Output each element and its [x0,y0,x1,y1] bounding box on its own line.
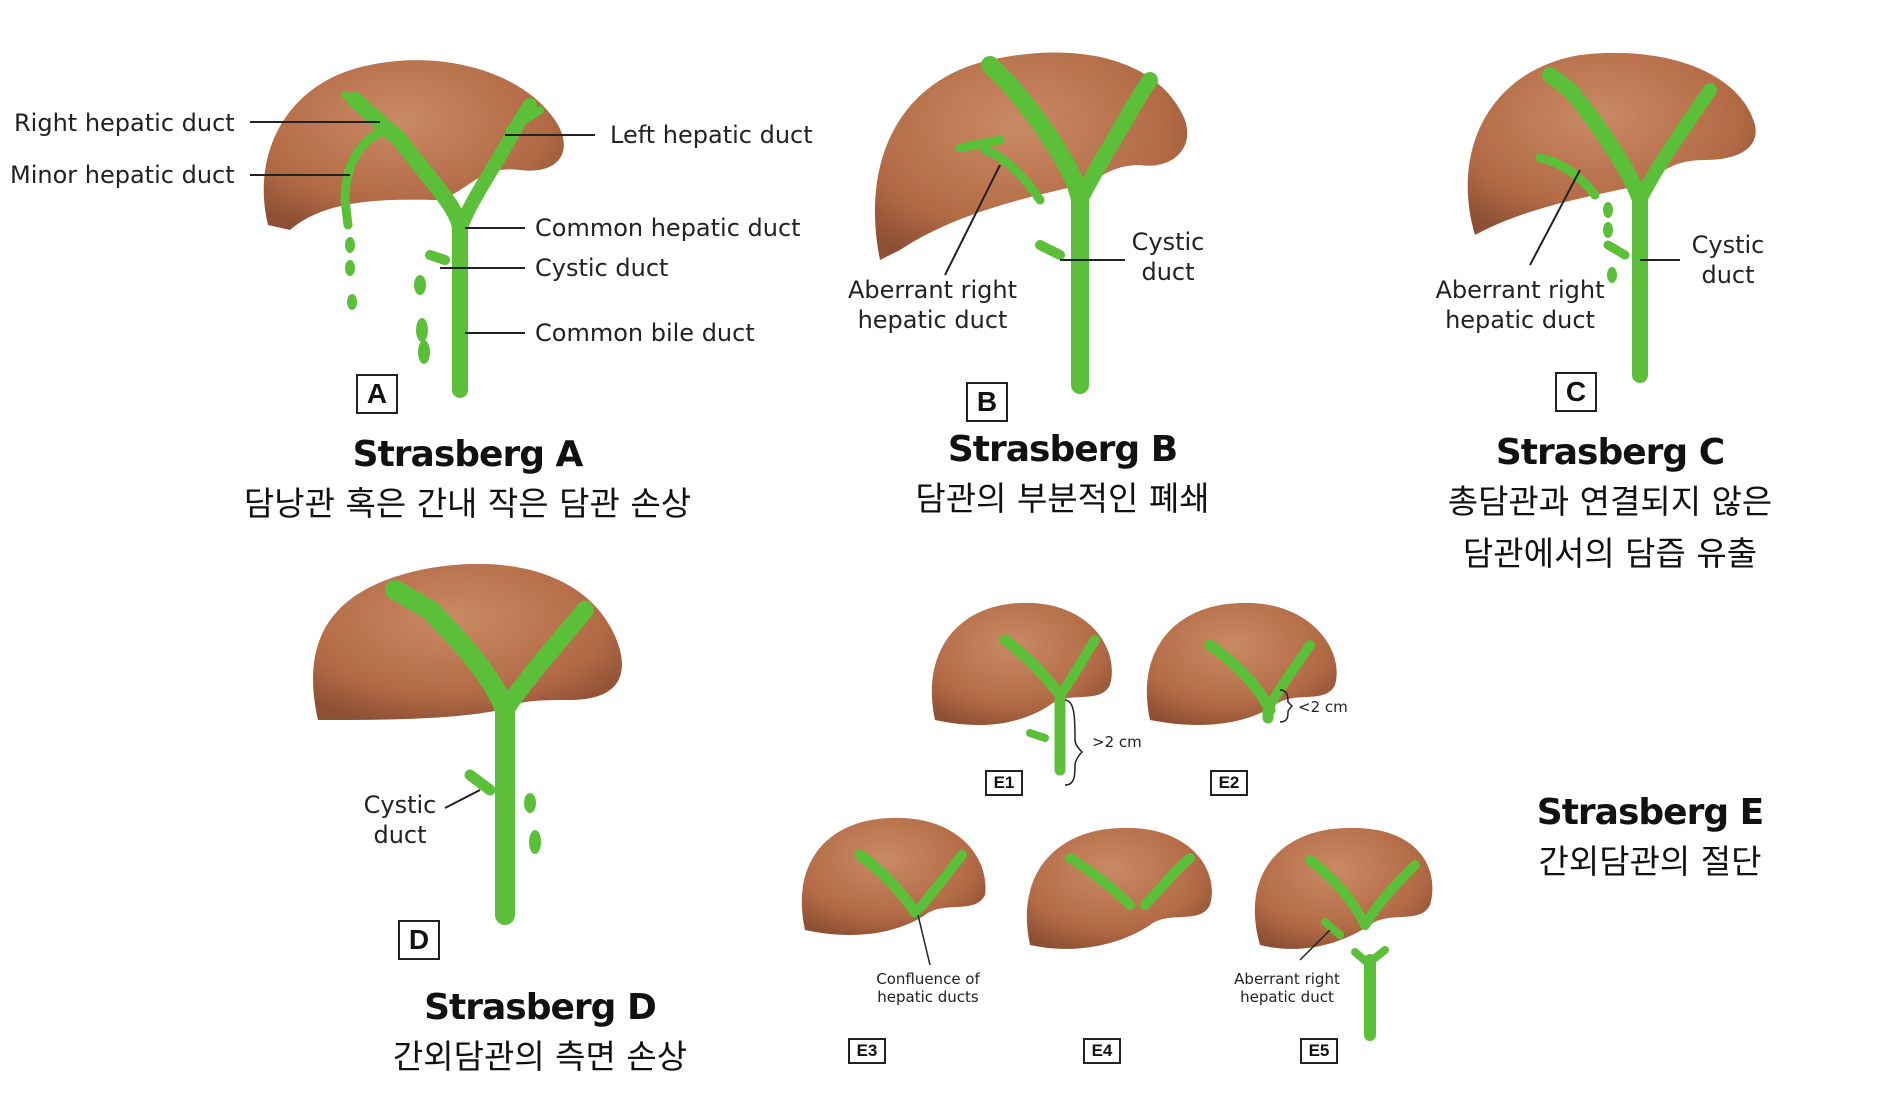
panel-d-ducts [385,580,594,925]
panel-c-box: C [1555,372,1597,412]
label-cystic-duct-c: Cystic duct [1691,231,1765,289]
label-aberrant-right-hepatic-duct-c: Aberrant right hepatic duct [1435,276,1605,334]
label-confluence-hepatic-ducts: Confluence of hepatic ducts [876,970,980,1006]
label-cystic-duct-d: Cystic duct [363,791,437,849]
panel-b-liver [874,52,1188,260]
panel-d-caption: Strasberg D 간외담관의 측면 손상 [330,985,750,1083]
label-common-bile-duct: Common bile duct [535,319,755,347]
panel-e-subtitle: 간외담관의 절단 [1538,842,1762,881]
panel-e-title: Strasberg E [1536,792,1764,833]
panel-b-title: Strasberg B [947,429,1178,470]
panel-e3-ducts [854,849,967,918]
panel-d-bile-drops [524,793,541,854]
panel-e-caption: Strasberg E 간외담관의 절단 [1500,790,1800,888]
label-aberrant-right-hepatic-duct-b: Aberrant right hepatic duct [847,276,1018,334]
panel-c-title: Strasberg C [1495,432,1725,473]
label-left-hepatic-duct: Left hepatic duct [610,121,813,149]
panel-b-subtitle: 담관의 부분적인 폐쇄 [915,479,1210,518]
panel-e3-box: E3 [848,1038,886,1064]
panel-d-box: D [398,920,440,960]
label-lt-2cm: <2 cm [1298,698,1348,716]
panel-e1-box: E1 [985,770,1023,796]
panel-e3-leader-lines [917,914,931,966]
panel-b-box: B [966,382,1008,422]
panel-a-subtitle: 담낭관 혹은 간내 작은 담관 손상 [243,484,692,523]
panel-e1-liver [931,602,1112,725]
panel-b-leader-lines [944,164,1125,276]
panel-c-leader-lines [1529,169,1680,266]
panel-e2-ducts [1204,639,1315,724]
panel-e4-ducts [1065,853,1195,910]
panel-c-subtitle-line1: 총담관과 연결되지 않은 [1447,482,1773,521]
panel-c-ducts [1535,67,1717,383]
label-cystic-duct-b: Cystic duct [1131,228,1205,286]
panel-c-subtitle-line2: 담관에서의 담즙 유출 [1462,534,1758,573]
panel-c-bile-drops [1603,202,1617,283]
label-cystic-duct: Cystic duct [535,254,669,282]
label-gt-2cm: >2 cm [1092,733,1142,751]
panel-e3-liver [801,817,986,935]
panel-e1-ducts [999,634,1100,776]
panel-e1-brace [1064,699,1084,786]
panel-a-caption: Strasberg A 담낭관 혹은 간내 작은 담관 손상 [180,432,755,530]
panel-a-leader-lines [250,121,595,334]
panel-c-caption: Strasberg C 총담관과 연결되지 않은 담관에서의 담즙 유출 [1410,430,1810,580]
label-minor-hepatic-duct: Minor hepatic duct [10,161,235,189]
panel-b-caption: Strasberg B 담관의 부분적인 폐쇄 [880,427,1245,525]
panel-d-title: Strasberg D [424,987,657,1028]
label-aberrant-right-hepatic-duct-e5: Aberrant right hepatic duct [1234,970,1340,1006]
panel-d-subtitle: 간외담관의 측면 손상 [392,1037,688,1076]
panel-d-leader-lines [444,789,481,809]
panel-e4-box: E4 [1083,1038,1121,1064]
panel-e2-liver [1146,602,1337,725]
label-common-hepatic-duct: Common hepatic duct [535,214,801,242]
panel-a-ducts [340,91,544,398]
panel-e2-brace [1279,689,1294,723]
panel-a-title: Strasberg A [352,434,584,475]
panel-e5-leader-lines [1299,929,1331,961]
panel-e2-box: E2 [1210,770,1248,796]
panel-e5-box: E5 [1300,1038,1338,1064]
panel-a-bile-drops [345,237,430,364]
panel-e5-ducts [1305,855,1420,1041]
panel-a-box: A [356,374,398,414]
label-right-hepatic-duct: Right hepatic duct [14,109,235,137]
panel-b-ducts [955,56,1158,394]
